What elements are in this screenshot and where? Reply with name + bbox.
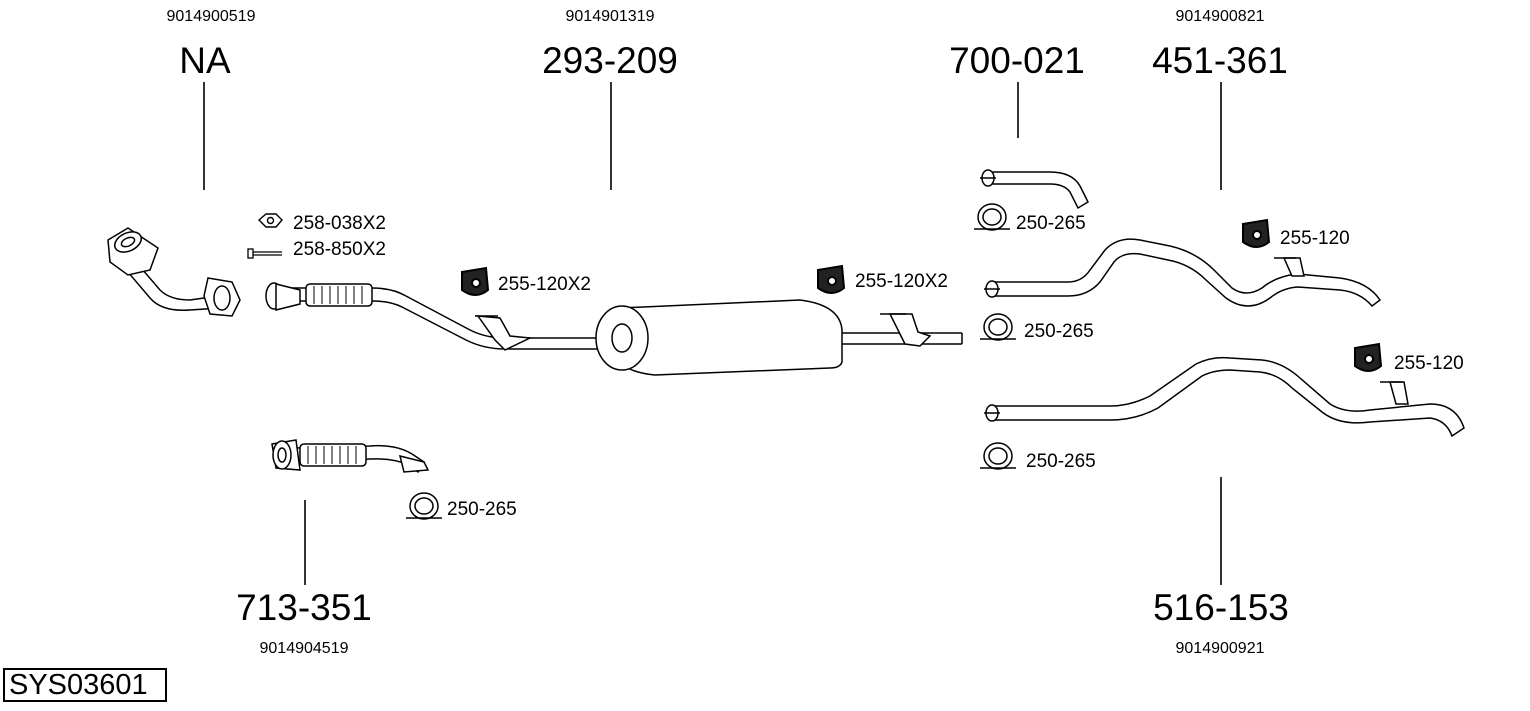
oe-number-middle-silencer: 9014901319 bbox=[565, 8, 655, 25]
accessory-label-clamp-451: 250-265 bbox=[1024, 321, 1094, 342]
hanger-icon-516 bbox=[1354, 342, 1383, 372]
part-number-rear-pipe: 516-153 bbox=[1153, 587, 1289, 628]
hanger-icon-451 bbox=[1242, 218, 1271, 248]
nut-drawing bbox=[257, 213, 283, 228]
front-pipe-drawing bbox=[107, 227, 241, 317]
accessory-label-hanger-451: 255-120 bbox=[1280, 228, 1350, 249]
tail-pipe-700-drawing bbox=[980, 169, 1089, 210]
system-code-box: SYS03601 bbox=[3, 668, 167, 702]
oe-number-rear-pipe: 9014900921 bbox=[1175, 640, 1265, 657]
clamp-icon-700 bbox=[974, 203, 1010, 231]
bolt-drawing bbox=[247, 248, 282, 259]
accessory-label-hanger-front: 255-120X2 bbox=[498, 274, 591, 295]
accessory-label-clamp-flex: 250-265 bbox=[447, 499, 517, 520]
part-number-tail-pipe: 700-021 bbox=[949, 40, 1085, 81]
accessory-label-clamp-700: 250-265 bbox=[1016, 213, 1086, 234]
clamp-icon-516 bbox=[980, 442, 1016, 470]
accessory-label-hanger-516: 255-120 bbox=[1394, 353, 1464, 374]
part-number-flex-pipe: 713-351 bbox=[236, 587, 372, 628]
oe-number-front-pipe: 9014900519 bbox=[166, 8, 256, 25]
part-number-front-pipe: NA bbox=[179, 40, 231, 81]
middle-silencer-drawing bbox=[595, 299, 963, 376]
flex-pipe-drawing bbox=[271, 439, 430, 474]
accessory-label-nut: 258-038X2 bbox=[293, 213, 386, 234]
accessory-label-hanger-mid: 255-120X2 bbox=[855, 271, 948, 292]
rear-pipe-451-drawing bbox=[984, 238, 1382, 308]
clamp-icon-flex bbox=[406, 492, 442, 520]
clamp-icon-451 bbox=[980, 313, 1016, 341]
hanger-icon-mid bbox=[817, 264, 846, 294]
part-number-rear-silencer: 451-361 bbox=[1152, 40, 1288, 81]
part-number-middle-silencer: 293-209 bbox=[542, 40, 678, 81]
oe-number-rear-silencer: 9014900821 bbox=[1175, 8, 1265, 25]
accessory-label-clamp-516: 250-265 bbox=[1026, 451, 1096, 472]
accessory-label-bolt: 258-850X2 bbox=[293, 239, 386, 260]
hanger-icon-front bbox=[461, 266, 490, 296]
middle-pipe-drawing bbox=[265, 282, 611, 351]
oe-number-flex-pipe: 9014904519 bbox=[259, 640, 349, 657]
rear-pipe-516-drawing bbox=[984, 356, 1465, 438]
